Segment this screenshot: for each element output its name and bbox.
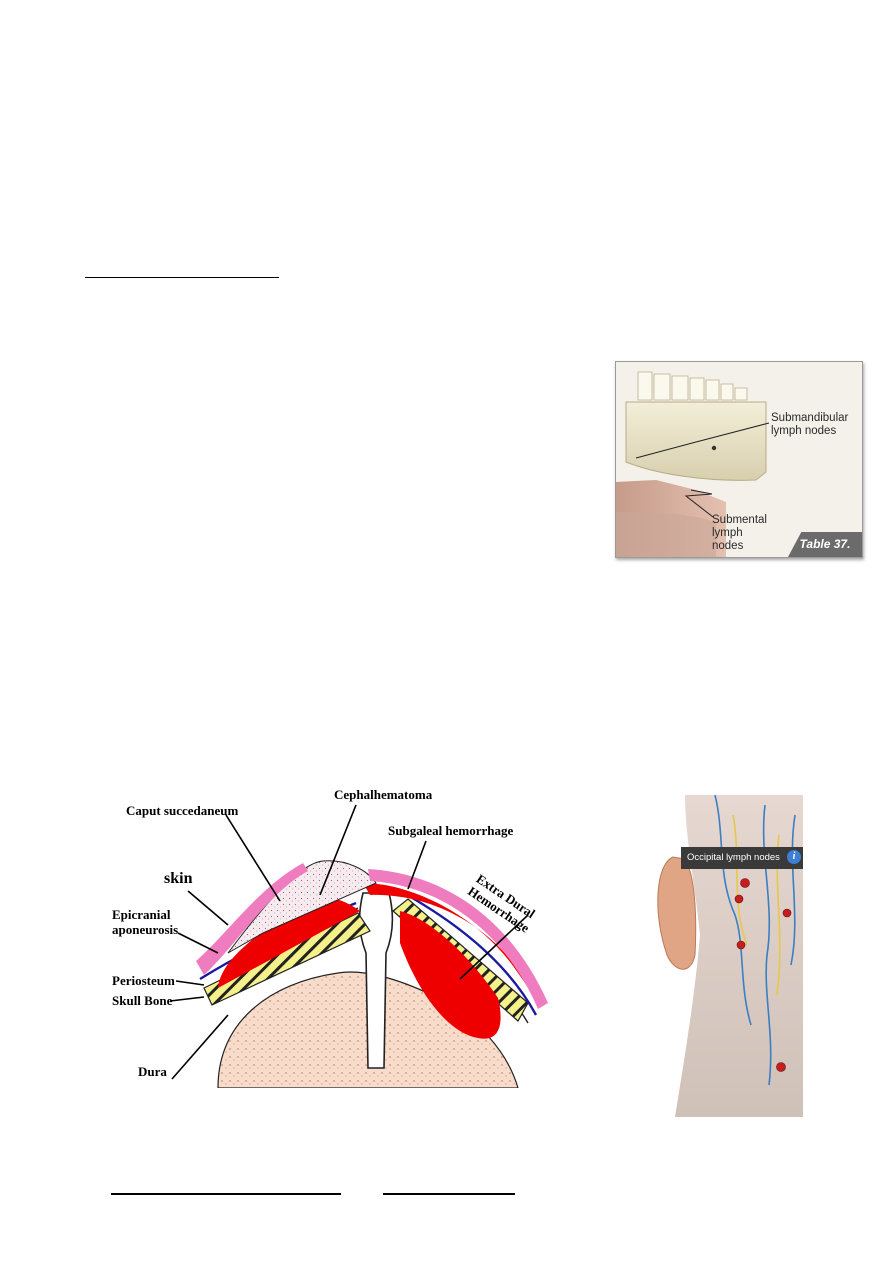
occipital-illustration <box>657 795 803 1117</box>
figure-scalp-hemorrhage-layers: Caput succedaneum Cephalhematoma Subgale… <box>108 783 578 1088</box>
label-epicranial-aponeurosis: Epicranial aponeurosis <box>112 907 179 937</box>
label-dura: Dura <box>138 1064 167 1079</box>
table-number-tag: Table 37. <box>788 532 862 557</box>
label-submental-lymph-nodes: Submental lymph nodes <box>712 514 767 552</box>
occipital-lymph-nodes-tag[interactable]: Occipital lymph nodes i <box>681 847 803 869</box>
scalp-cross-section <box>169 804 548 1088</box>
footer-underline-left <box>111 1193 341 1195</box>
label-subgaleal-hemorrhage: Subgaleal hemorrhage <box>388 823 514 838</box>
label-skin: skin <box>164 870 193 887</box>
figure-jaw-lymph-nodes: Submandibular lymph nodes Submental lymp… <box>615 361 863 558</box>
heading-underline <box>85 277 279 278</box>
label-cephalhematoma: Cephalhematoma <box>334 787 433 802</box>
label-periosteum: Periosteum <box>112 973 175 988</box>
label-skull-bone: Skull Bone <box>112 993 173 1008</box>
jaw-illustration <box>616 362 862 557</box>
figure-occipital-lymph-nodes: Occipital lymph nodes i <box>655 795 803 1117</box>
occipital-tag-label: Occipital lymph nodes <box>687 852 780 863</box>
label-caput-succedaneum: Caput succedaneum <box>126 803 239 818</box>
label-submandibular-lymph-nodes: Submandibular lymph nodes <box>771 412 849 437</box>
info-icon[interactable]: i <box>787 850 801 864</box>
footer-underline-right <box>383 1193 515 1195</box>
